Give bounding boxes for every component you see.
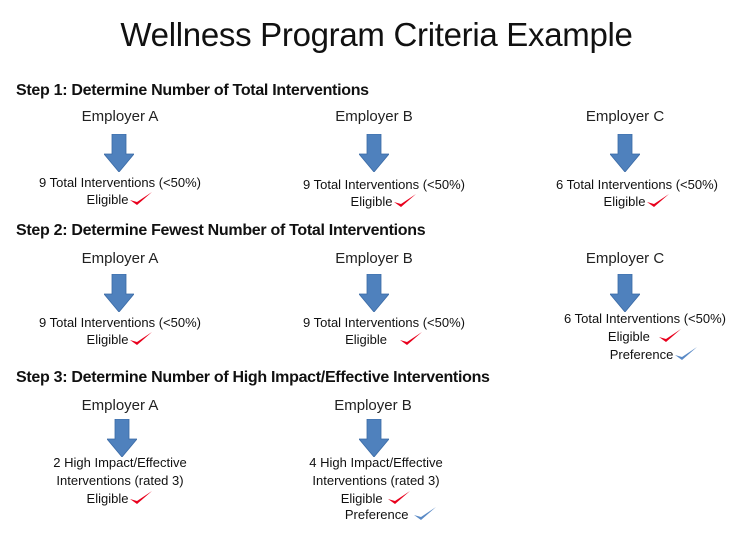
red-checkmark-icon: [130, 491, 153, 504]
red-checkmark-icon: [130, 332, 153, 345]
result-block: 2 High Impact/Effective Interventions (r…: [0, 454, 240, 508]
red-checkmark-icon: [647, 194, 670, 207]
blue-checkmark-icon: [675, 347, 698, 360]
step-1-heading: Step 1: Determine Number of Total Interv…: [16, 82, 369, 99]
preference-label: Preference: [609, 347, 674, 362]
employer-name: Employer C: [585, 108, 665, 125]
result-block: 9 Total Interventions (<50%) Eligible: [0, 174, 240, 208]
result-line: 9 Total Interventions (<50%): [39, 175, 201, 190]
employer-name: Employer A: [81, 108, 159, 125]
eligible-label: Eligible: [603, 194, 646, 209]
eligible-label: Eligible: [350, 194, 393, 209]
down-arrow-icon: [107, 419, 137, 457]
step-2-heading: Step 2: Determine Fewest Number of Total…: [16, 222, 426, 239]
result-block: 9 Total Interventions (<50%) Eligible: [264, 176, 504, 210]
result-line: 9 Total Interventions (<50%): [39, 315, 201, 330]
page-title: Wellness Program Criteria Example: [120, 16, 633, 53]
result-line: 2 High Impact/Effective: [53, 455, 187, 470]
result-block: 6 Total Interventions (<50%) Eligible: [517, 176, 753, 210]
down-arrow-icon: [610, 134, 640, 172]
eligible-label: Eligible: [607, 329, 650, 344]
down-arrow-icon: [610, 274, 640, 312]
result-line: Interventions (rated 3): [56, 473, 184, 488]
red-checkmark-icon: [394, 194, 417, 207]
result-block: 4 High Impact/Effective Interventions (r…: [256, 454, 496, 524]
result-block: 9 Total Interventions (<50%) Eligible: [0, 314, 240, 348]
red-checkmark-icon: [130, 192, 153, 205]
employer-name: Employer A: [81, 397, 159, 414]
red-checkmark-icon: [388, 491, 411, 504]
blue-checkmark-icon: [414, 507, 437, 520]
eligible-label: Eligible: [345, 332, 388, 347]
down-arrow-icon: [104, 274, 134, 312]
employer-name: Employer B: [335, 250, 413, 267]
employer-name: Employer B: [334, 397, 412, 414]
red-checkmark-icon: [399, 332, 422, 345]
result-line: Interventions (rated 3): [312, 473, 440, 488]
result-block: 9 Total Interventions (<50%) Eligible: [264, 314, 504, 348]
eligible-label: Eligible: [86, 332, 129, 347]
employer-name: Employer C: [585, 250, 665, 267]
down-arrow-icon: [359, 419, 389, 457]
preference-label: Preference: [344, 507, 409, 522]
eligible-label: Eligible: [340, 491, 383, 506]
result-line: 6 Total Interventions (<50%): [556, 177, 718, 192]
result-block: 6 Total Interventions (<50%) Eligible Pr…: [525, 310, 753, 364]
down-arrow-icon: [104, 134, 134, 172]
result-line: 4 High Impact/Effective: [309, 455, 443, 470]
down-arrow-icon: [359, 274, 389, 312]
result-line: 9 Total Interventions (<50%): [303, 177, 465, 192]
employer-name: Employer A: [81, 250, 159, 267]
eligible-label: Eligible: [86, 192, 129, 207]
result-line: 6 Total Interventions (<50%): [564, 311, 726, 326]
red-checkmark-icon: [659, 329, 682, 342]
step-3-heading: Step 3: Determine Number of High Impact/…: [16, 369, 490, 386]
eligible-label: Eligible: [86, 491, 129, 506]
result-line: 9 Total Interventions (<50%): [303, 315, 465, 330]
employer-name: Employer B: [335, 108, 413, 125]
down-arrow-icon: [359, 134, 389, 172]
